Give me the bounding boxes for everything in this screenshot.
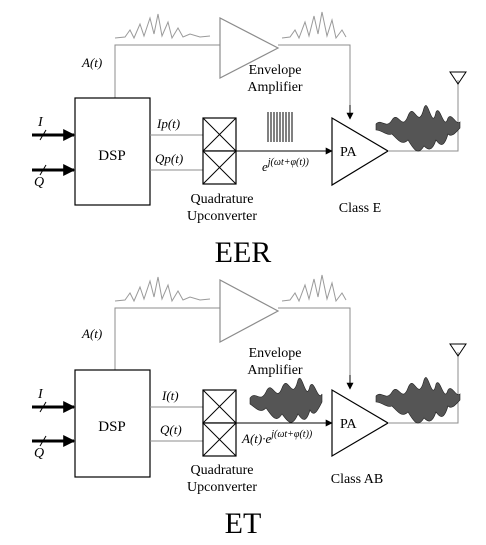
eer-i-bus-slash [39,129,47,141]
et-upconverter-block [202,389,237,457]
eer-panel: Envelope Amplifier A(t) DSP I Q Ip(t) Qp… [32,11,467,269]
eer-upconverter-label-1: Quadrature [191,192,254,207]
et-a-t-label: A(t) [81,326,102,341]
et-q-bus-slash [39,435,47,447]
eer-envelope-label-2: Amplifier [247,80,303,95]
et-upconverter-label-2: Upconverter [187,480,257,495]
et-upconverter-label-1: Quadrature [191,463,254,478]
et-envelope-input-waveform [114,276,211,303]
eer-supply-wire [278,44,351,118]
eer-upconverter-label-2: Upconverter [187,209,257,224]
eer-antenna-icon [449,71,467,85]
eer-i-label: I [37,115,44,130]
eer-a-t-label: A(t) [81,55,102,70]
eer-pa-label: PA [340,145,358,160]
eer-envelope-output-waveform [281,11,347,40]
et-dsp-block [74,369,151,478]
eer-envelope-label-1: Envelope [249,63,302,78]
eer-q-label: Q [34,175,44,190]
et-it-label: I(t) [161,388,179,403]
eer-output-wire [388,80,459,152]
et-panel: Envelope Amplifier A(t) DSP I Q I(t) Q(t… [32,274,467,540]
et-caption: ET [225,507,262,540]
eer-dsp-block [74,97,151,206]
et-qt-label: Q(t) [160,422,182,437]
eer-envelope-wire [114,44,220,98]
et-dsp-label: DSP [98,419,126,435]
et-envelope-label-2: Amplifier [247,363,303,378]
et-q-label: Q [34,446,44,461]
eer-output-waveform [375,105,461,152]
eer-pa-block [331,116,390,187]
eer-ip-label: Ip(t) [156,116,180,131]
et-output-wire [388,352,459,424]
et-pa-class-label: Class AB [331,472,384,487]
et-supply-wire [278,307,351,388]
et-antenna-icon [449,343,467,357]
eer-qp-label: Qp(t) [155,151,183,166]
eer-dsp-label: DSP [98,148,126,164]
eer-constant-carrier-waveform [267,112,293,142]
eer-envelope-input-waveform [114,13,211,40]
eer-q-bus-slash [39,164,47,176]
et-modulated-carrier-waveform [249,377,323,423]
et-envelope-output-waveform [281,274,347,303]
et-pa-label: PA [340,417,358,432]
eer-pa-class-label: Class E [339,201,381,216]
et-envelope-wire [114,307,220,370]
et-i-label: I [37,387,44,402]
eer-caption: EER [215,236,272,269]
et-rf-label: A(t)·ej(ωt+φ(t)) [241,429,313,446]
eer-upconverter-block [202,117,237,185]
et-envelope-amplifier [219,278,280,344]
et-pa-block [331,388,390,458]
et-envelope-label-1: Envelope [249,346,302,361]
eer-envelope-amplifier [219,17,280,79]
eer-rf-label: ej(ωt+φ(t)) [262,157,309,174]
et-output-waveform [375,377,461,424]
et-i-bus-slash [39,401,47,413]
